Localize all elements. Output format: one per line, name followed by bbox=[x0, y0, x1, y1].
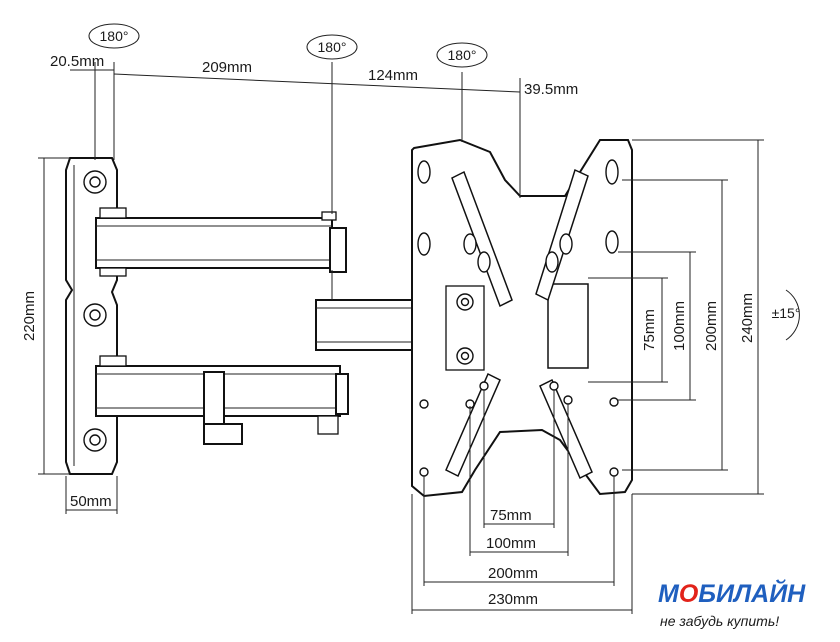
dim-209mm: 209mm bbox=[202, 59, 252, 76]
logo-letter-m: М bbox=[658, 580, 680, 608]
tilt-indicator: ±15° bbox=[772, 289, 801, 341]
rotation-badge-3: 180° bbox=[436, 42, 488, 68]
dim-230mm-horizontal: 230mm bbox=[488, 591, 538, 608]
logo-letter-o: О bbox=[679, 580, 699, 608]
dim-50mm: 50mm bbox=[70, 493, 112, 510]
wall-plate bbox=[65, 157, 118, 475]
dim-100mm-vertical: 100mm bbox=[671, 301, 688, 351]
rotation-label: 180° bbox=[318, 39, 347, 55]
rotation-badge-2: 180° bbox=[306, 34, 358, 60]
rotation-badge-1: 180° bbox=[88, 23, 140, 49]
upper-arm bbox=[95, 207, 347, 277]
rotation-label: 180° bbox=[100, 28, 129, 44]
mobilain-logo: МОБИЛАЙН не забудь купить! bbox=[658, 578, 806, 629]
dim-39-5mm: 39.5mm bbox=[524, 81, 578, 98]
keyhole-holes bbox=[417, 159, 619, 273]
dim-75mm-horizontal: 75mm bbox=[490, 507, 532, 524]
lower-arm bbox=[95, 355, 349, 445]
dim-220mm: 220mm bbox=[21, 291, 38, 341]
rotation-label: 180° bbox=[448, 47, 477, 63]
dim-240mm-vertical: 240mm bbox=[739, 293, 756, 343]
dim-75mm-vertical: 75mm bbox=[641, 309, 658, 351]
logo-tagline: не забудь купить! bbox=[660, 613, 779, 629]
dim-20-5mm: 20.5mm bbox=[50, 53, 104, 70]
vesa-plate bbox=[411, 138, 633, 498]
tilt-label: ±15° bbox=[772, 305, 801, 321]
svg-text:МОБИЛАЙН: МОБИЛАЙН bbox=[658, 578, 806, 608]
dim-200mm-vertical: 200mm bbox=[703, 301, 720, 351]
dim-200mm-horizontal: 200mm bbox=[488, 565, 538, 582]
dim-124mm: 124mm bbox=[368, 67, 418, 84]
dimension-lines bbox=[38, 62, 764, 614]
logo-letters-bilain: БИЛАЙН bbox=[698, 578, 806, 608]
dim-100mm-horizontal: 100mm bbox=[486, 535, 536, 552]
